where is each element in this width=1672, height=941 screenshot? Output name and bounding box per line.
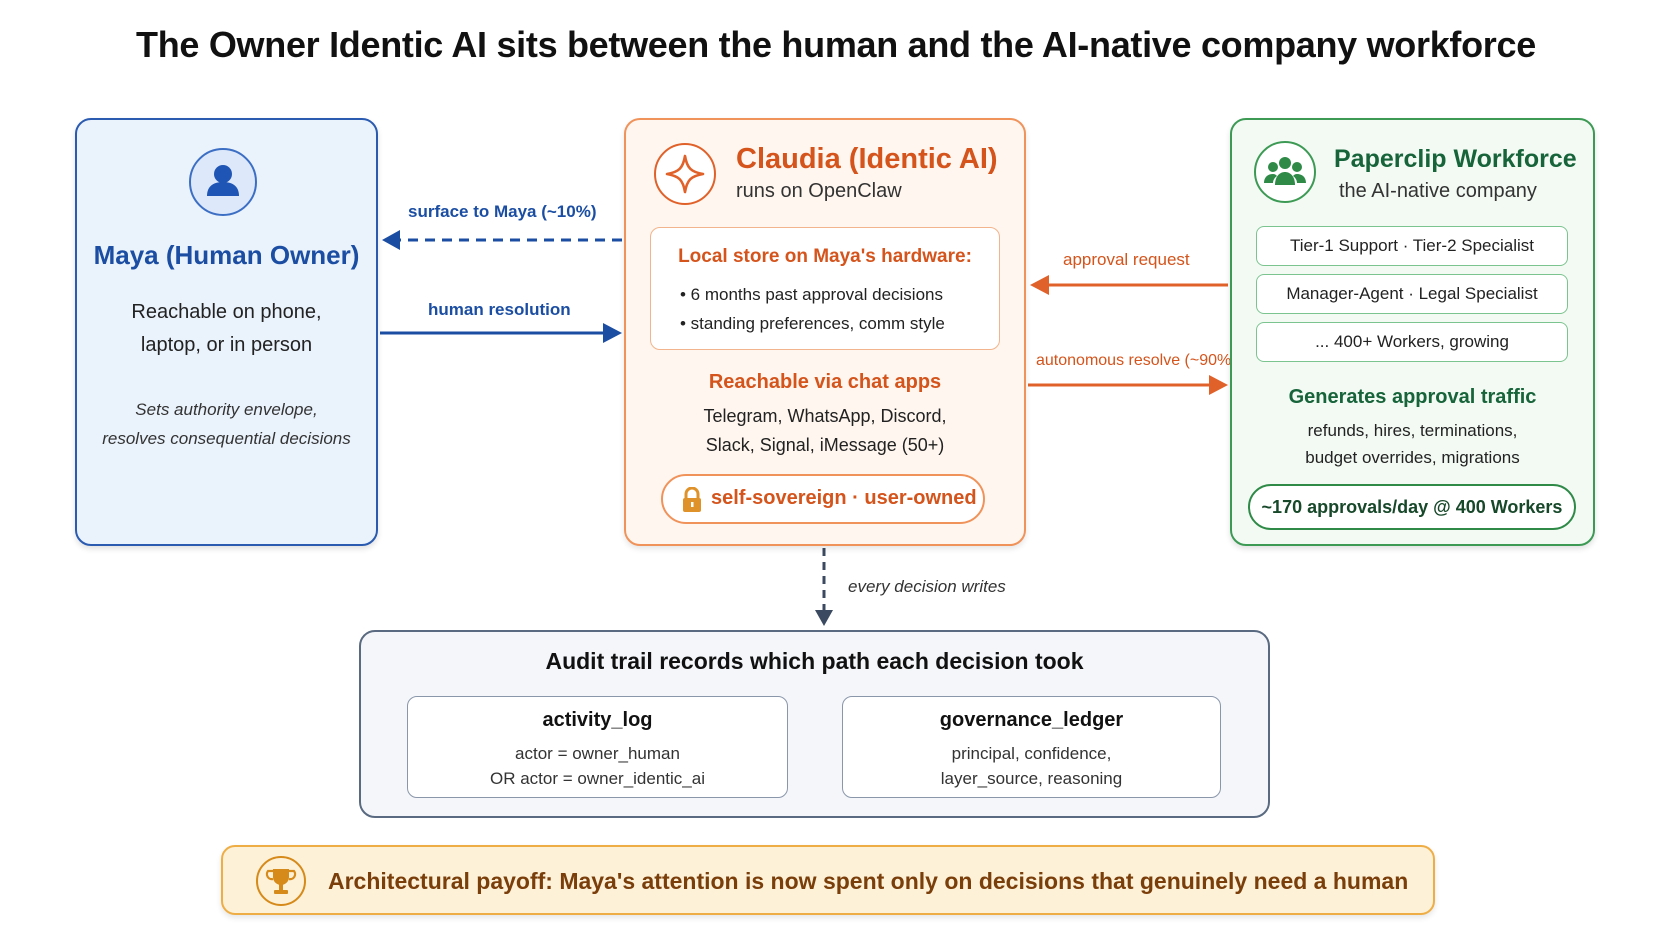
human-resolution-arrow-head [603,323,622,343]
activity-log-line: OR actor = owner_identic_ai [490,769,705,788]
governance-ledger-fields: principal, confidence, layer_source, rea… [843,741,1220,791]
list-item: • standing preferences, comm style [680,314,945,333]
surface-arrow-head [382,230,400,250]
maya-reach-line: laptop, or in person [140,334,313,356]
trophy-icon [256,856,306,906]
autonomous-resolve-label: autonomous resolve (~90%) [1036,352,1237,369]
claudia-title: Claudia (Identic AI) [736,143,998,175]
autonomous-arrow-head [1209,375,1228,395]
surface-label: surface to Maya (~10%) [408,202,597,221]
audit-arrow-head [815,610,833,626]
list-item: • 6 months past approval decisions [680,285,943,304]
activity-log-line: actor = owner_human [515,744,680,763]
governance-ledger-title: governance_ledger [939,709,1124,731]
sovereign-badge [661,474,985,524]
local-store-box [650,227,1000,350]
worker-row: Manager-Agent · Legal Specialist [1256,274,1568,314]
traffic-line: budget overrides, migrations [1305,448,1520,467]
chat-apps-list: Telegram, WhatsApp, Discord, Slack, Sign… [624,402,1026,460]
approvals-badge: ~170 approvals/day @ 400 Workers [1248,484,1576,530]
approval-arrow-head [1030,275,1049,295]
sparkle-icon [654,143,716,205]
sovereign-label: self-sovereign · user-owned [711,487,977,509]
activity-log-title: activity_log [542,709,653,731]
maya-title: Maya (Human Owner) [93,240,360,270]
payoff-banner [221,845,1435,915]
human-resolution-label: human resolution [428,300,571,319]
local-store-list: • 6 months past approval decisions • sta… [680,280,945,338]
traffic-line: refunds, hires, terminations, [1307,421,1518,440]
local-store-title: Local store on Maya's hardware: [678,246,972,267]
person-icon [189,148,257,216]
governance-ledger-line: layer_source, reasoning [940,769,1123,788]
traffic-title: Generates approval traffic [1288,386,1537,408]
claudia-subtitle: runs on OpenClaw [736,180,902,202]
workforce-subtitle: the AI-native company [1339,180,1537,202]
chat-apps-line: Telegram, WhatsApp, Discord, [703,406,947,426]
lock-icon [681,487,703,513]
activity-log-fields: actor = owner_human OR actor = owner_ide… [408,741,787,791]
audit-title: Audit trail records which path each deci… [545,648,1084,674]
activity-log-box: activity_log actor = owner_human OR acto… [407,696,788,798]
workforce-title: Paperclip Workforce [1334,145,1577,173]
approval-request-label: approval request [1063,250,1190,269]
group-icon [1254,141,1316,203]
worker-row: Tier-1 Support · Tier-2 Specialist [1256,226,1568,266]
chat-apps-line: Slack, Signal, iMessage (50+) [705,435,945,455]
maya-role-line: Sets authority envelope, [135,400,318,419]
diagram-title: The Owner Identic AI sits between the hu… [136,24,1536,65]
payoff-text: Architectural payoff: Maya's attention i… [328,868,1409,894]
chat-apps-title: Reachable via chat apps [708,371,942,393]
governance-ledger-line: principal, confidence, [951,744,1112,763]
maya-role: Sets authority envelope, resolves conseq… [75,395,378,453]
maya-reach-line: Reachable on phone, [131,301,322,323]
every-decision-label: every decision writes [848,577,1006,596]
governance-ledger-box: governance_ledger principal, confidence,… [842,696,1221,798]
maya-reachability: Reachable on phone, laptop, or in person [75,296,378,362]
traffic-list: refunds, hires, terminations, budget ove… [1230,417,1595,471]
worker-row: ... 400+ Workers, growing [1256,322,1568,362]
maya-role-line: resolves consequential decisions [102,429,351,448]
